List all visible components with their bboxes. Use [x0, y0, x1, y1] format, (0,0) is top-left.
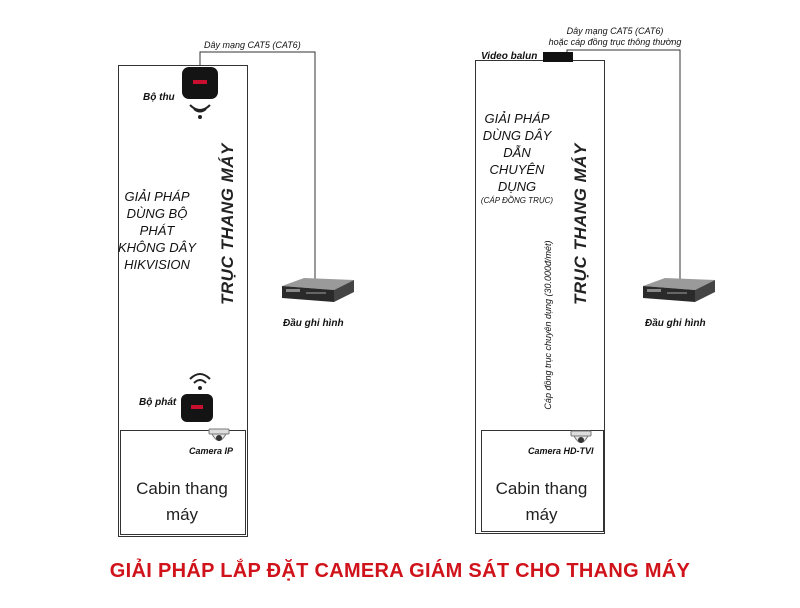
wifi-icon	[189, 373, 211, 390]
left-solution-line: KHÔNG DÂY	[117, 240, 196, 255]
right-cabin-line: máy	[525, 505, 558, 524]
left-camera-label: Camera IP	[189, 446, 234, 456]
receiver-wifi	[186, 101, 214, 126]
left-recorder-label: Đầu ghi hình	[283, 318, 344, 329]
right-solution-line: DỤNG	[497, 179, 537, 194]
right-solution-note: (CÁP ĐỒNG TRỤC)	[480, 196, 554, 205]
right-recorder-label: Đầu ghi hình	[645, 318, 706, 329]
balun-label: Video balun	[481, 51, 538, 62]
left-shaft-label: TRỤC THANG MÁY	[218, 143, 237, 305]
right-solution-line: CHUYÊN	[489, 162, 545, 177]
right-recorder	[637, 276, 717, 311]
transmitter-device	[180, 393, 214, 428]
dome-camera-icon	[208, 428, 230, 441]
dvr-icon	[643, 278, 715, 302]
right-shaft-label: TRỤC THANG MÁY	[571, 143, 590, 305]
page-title: GIẢI PHÁP LẮP ĐẶT CAMERA GIÁM SÁT CHO TH…	[109, 560, 691, 582]
transmitter-label: Bộ phát	[139, 397, 177, 408]
receiver-label: Bộ thu	[143, 92, 175, 103]
dvr-icon	[282, 278, 354, 302]
left-cabin-label: Cabin thang máy	[120, 476, 244, 528]
right-cabin-line: Cabin thang	[495, 479, 588, 498]
right-elevator-cabin	[481, 430, 604, 532]
left-solution-line: HIKVISION	[124, 257, 190, 272]
transmitter-wifi	[186, 372, 214, 397]
left-elevator-cabin	[120, 430, 246, 535]
left-cable-label: Dây mạng CAT5 (CAT6)	[204, 40, 301, 50]
right-solution-line: DÙNG DÂY	[482, 128, 552, 143]
left-cabin-line: Cabin thang	[136, 479, 228, 498]
coax-cable-label: Cáp đồng trục chuyên dụng (30.000đ/mét)	[543, 240, 553, 410]
right-camera-label: Camera HD-TVI	[528, 446, 594, 456]
video-balun	[543, 52, 573, 62]
router-icon	[182, 67, 218, 99]
left-solution-line: GIẢI PHÁP	[124, 189, 190, 204]
router-icon	[181, 394, 213, 422]
left-cabin-line: máy	[165, 505, 199, 524]
right-camera	[569, 429, 593, 454]
right-solution-text: GIẢI PHÁP DÙNG DÂY DẪN CHUYÊN DỤNG (CÁP …	[472, 110, 562, 207]
receiver-device	[181, 66, 219, 105]
right-cabin-label: Cabin thang máy	[481, 476, 602, 528]
right-cable-label: Dây mạng CAT5 (CAT6) hoặc cáp đồng trục …	[545, 26, 685, 48]
left-camera	[207, 427, 231, 452]
right-solution-line: GIẢI PHÁP	[484, 111, 550, 126]
right-cable-line: Dây mạng CAT5 (CAT6)	[566, 26, 664, 36]
dome-camera-icon	[570, 430, 592, 443]
left-solution-line: DÙNG BỘ	[126, 206, 188, 221]
left-recorder	[276, 276, 356, 311]
left-solution-line: PHÁT	[139, 223, 175, 238]
wifi-icon	[189, 104, 211, 119]
left-solution-text: GIẢI PHÁP DÙNG BỘ PHÁT KHÔNG DÂY HIKVISI…	[112, 188, 202, 273]
right-solution-line: DẪN	[503, 145, 531, 160]
right-cable-line: hoặc cáp đồng trục thông thường	[548, 37, 682, 47]
